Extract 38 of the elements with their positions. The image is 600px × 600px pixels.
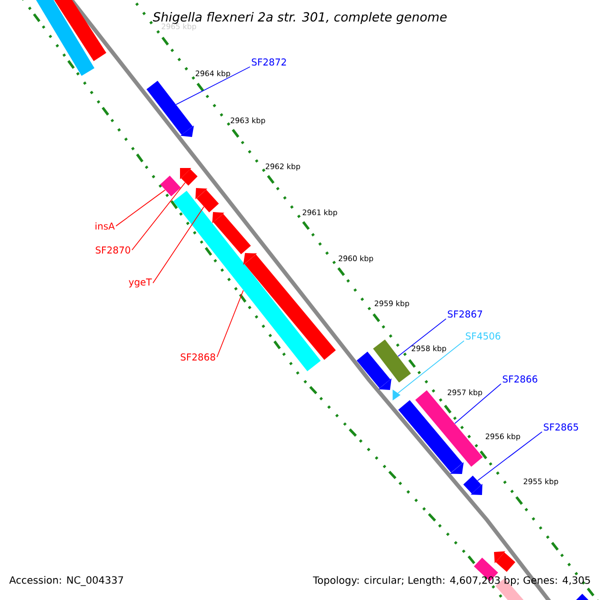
footer-text: Accession: NC_004337 [9, 576, 124, 586]
leader-line [152, 206, 204, 284]
gene-label: SF4506 [466, 332, 500, 340]
gene-label: SF2867 [448, 310, 482, 318]
gene-feature [52, 0, 106, 62]
gene-feature [34, 0, 94, 76]
leader-line [132, 182, 186, 250]
gene-label: SF2868 [180, 353, 216, 361]
gene-label: SF2872 [252, 58, 286, 66]
gene-feature [392, 390, 400, 400]
leader-line [116, 190, 166, 226]
gene-feature [243, 253, 336, 360]
gene-feature [356, 352, 392, 390]
gene-label: SF2870 [96, 246, 130, 254]
leader-line [398, 340, 464, 394]
gene-feature [373, 339, 411, 383]
leader-line [398, 318, 446, 357]
gene-feature [398, 400, 464, 474]
gene-feature [494, 551, 516, 572]
leader-line [454, 383, 502, 424]
gene-feature [173, 190, 321, 372]
gene-feature [415, 390, 483, 467]
leader-line [176, 66, 250, 105]
leader-line [477, 431, 542, 481]
title: Shigella flexneri 2a str. 301, complete genome [152, 12, 447, 24]
gene-label: insA [96, 222, 115, 230]
gene-feature [146, 80, 194, 137]
footer-text: Topology: circular; Length: 4,607,203 bp; Genes: 4,305 [312, 576, 590, 586]
gene-label: ygeT [128, 278, 152, 288]
leader-line [216, 290, 244, 358]
gene-label: SF2865 [544, 423, 578, 431]
gene-feature [180, 168, 198, 186]
gene-feature [212, 212, 251, 254]
gene-feature [195, 188, 219, 212]
gene-label: SF2866 [502, 375, 538, 383]
gene-feature [160, 176, 181, 196]
gene-feature [574, 594, 591, 600]
gene-feature [463, 476, 482, 495]
